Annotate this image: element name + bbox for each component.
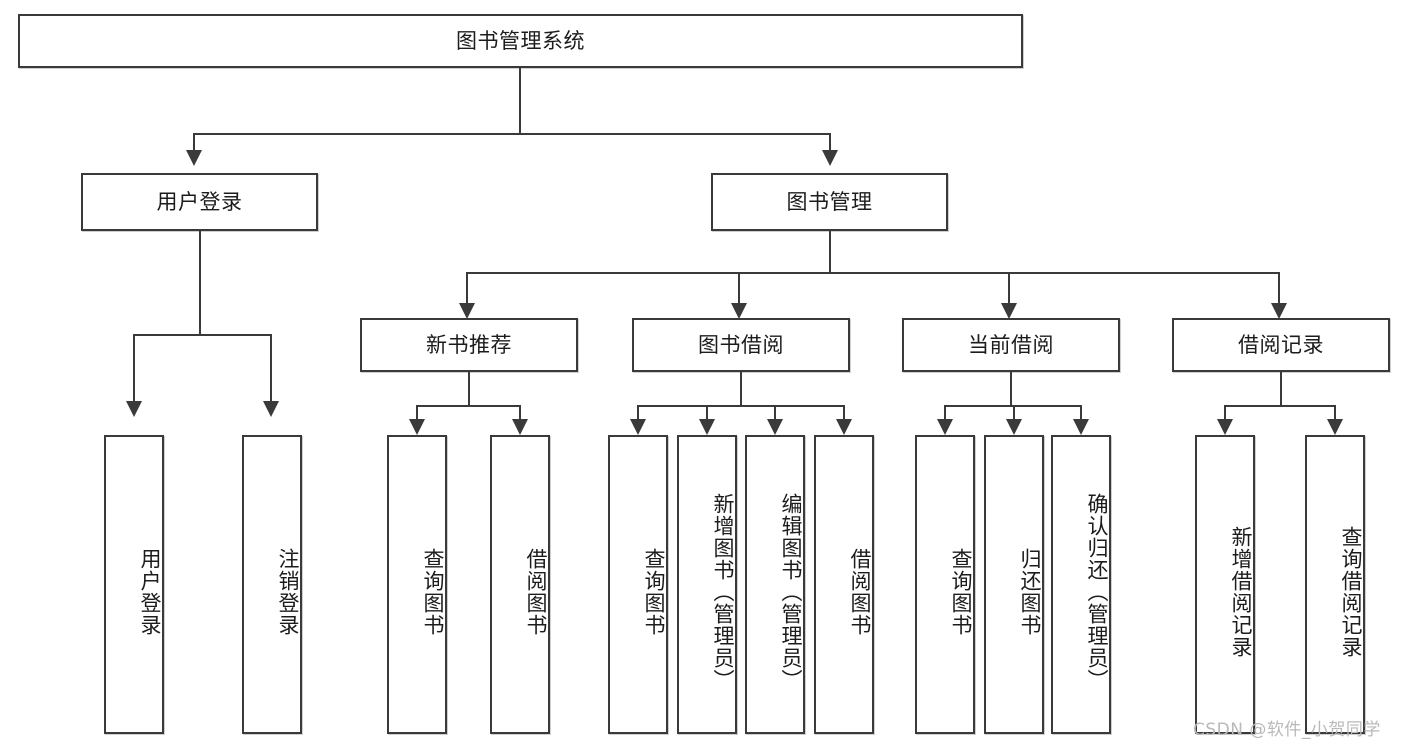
leaf-label: 归还图书 [1018,547,1042,636]
connector-book-management-distributor [466,272,1280,274]
connector-current-borrow-distributor [944,405,1081,407]
connector-new-book-recommend-stem [468,372,470,406]
node-new-book-recommend[interactable]: 新书推荐 [360,318,578,372]
leaf-br-add-record[interactable]: 新增借阅记录 [1195,435,1255,734]
leaf-label: 查询图书 [949,547,973,636]
connector-root-stem [519,68,521,134]
connector-book-management-stem [829,231,831,273]
connector-to-leaf-br-query [1334,405,1336,420]
leaf-nbr-borrow-book[interactable]: 借阅图书 [490,435,550,734]
node-label: 图书借阅 [698,332,784,357]
arrowhead-to-user-login [186,150,202,166]
connector-to-leaf-nbr-borrow [519,405,521,420]
connector-to-leaf-logout [270,334,272,402]
arrowhead-to-leaf-nbr-query [409,419,425,435]
connector-book-borrow-stem [740,372,742,406]
arrowhead-to-leaf-bb-edit [767,419,783,435]
leaf-label: 借阅图书 [524,547,548,636]
leaf-bb-add-book-admin[interactable]: 新增图书（管理员） [677,435,737,734]
leaf-label: 编辑图书（管理员） [779,492,803,691]
connector-to-new-book-recommend [466,272,468,304]
connector-to-leaf-bb-query [637,405,639,420]
node-current-borrow[interactable]: 当前借阅 [902,318,1120,372]
connector-user-login-distributor [133,334,271,336]
node-label: 当前借阅 [968,332,1054,357]
leaf-user-login[interactable]: 用户登录 [104,435,164,734]
connector-to-leaf-bb-add [706,405,708,420]
connector-user-login-stem [199,231,201,335]
arrowhead-to-leaf-br-query [1327,419,1343,435]
arrowhead-to-leaf-cb-return [1006,419,1022,435]
csdn-watermark: CSDN @软件_小贺同学 [1193,720,1381,740]
connector-borrow-records-distributor [1224,405,1336,407]
connector-current-borrow-stem [1010,372,1012,406]
node-label: 图书管理系统 [456,28,585,53]
leaf-label: 借阅图书 [848,547,872,636]
leaf-cb-query-book[interactable]: 查询图书 [915,435,975,734]
leaf-cb-confirm-return-admin[interactable]: 确认归还（管理员） [1051,435,1111,734]
arrowhead-to-new-book-recommend [459,303,475,319]
arrowhead-to-leaf-cb-confirm [1073,419,1089,435]
connector-to-book-management [829,133,831,151]
connector-to-leaf-user-login [133,334,135,402]
node-label: 图书管理 [786,189,873,214]
node-label: 新书推荐 [426,332,512,357]
node-book-borrow[interactable]: 图书借阅 [632,318,850,372]
connector-to-leaf-cb-confirm [1080,405,1082,420]
arrowhead-to-leaf-user-login [126,401,142,417]
leaf-br-query-record[interactable]: 查询借阅记录 [1305,435,1365,734]
connector-to-leaf-bb-edit [774,405,776,420]
connector-root-distributor [193,133,831,135]
leaf-bb-query-book[interactable]: 查询图书 [608,435,668,734]
connector-new-book-recommend-distributor [416,405,521,407]
node-root-book-management-system[interactable]: 图书管理系统 [18,14,1023,68]
arrowhead-to-book-borrow [731,303,747,319]
arrowhead-to-leaf-cb-query [937,419,953,435]
arrowhead-to-borrow-records [1271,303,1287,319]
node-user-login[interactable]: 用户登录 [81,173,318,231]
leaf-bb-borrow-book[interactable]: 借阅图书 [814,435,874,734]
leaf-logout[interactable]: 注销登录 [242,435,302,734]
connector-to-leaf-nbr-query [416,405,418,420]
connector-borrow-records-stem [1280,372,1282,406]
arrowhead-to-leaf-br-add [1217,419,1233,435]
leaf-label: 查询借阅记录 [1339,525,1363,658]
arrowhead-to-book-management [822,150,838,166]
node-book-management[interactable]: 图书管理 [711,173,948,231]
connector-to-leaf-cb-query [944,405,946,420]
leaf-label: 新增借阅记录 [1229,525,1253,658]
leaf-label: 查询图书 [421,547,445,636]
node-label: 借阅记录 [1238,332,1324,357]
connector-to-borrow-records [1278,272,1280,304]
connector-to-book-borrow [738,272,740,304]
connector-to-leaf-bb-borrow [843,405,845,420]
arrowhead-to-leaf-nbr-borrow [512,419,528,435]
leaf-label: 用户登录 [138,547,162,636]
leaf-label: 查询图书 [642,547,666,636]
leaf-cb-return-book[interactable]: 归还图书 [984,435,1044,734]
connector-to-user-login [193,133,195,151]
connector-to-leaf-cb-return [1013,405,1015,420]
arrowhead-to-leaf-logout [263,401,279,417]
node-borrow-records[interactable]: 借阅记录 [1172,318,1390,372]
arrowhead-to-current-borrow [1001,303,1017,319]
arrowhead-to-leaf-bb-borrow [836,419,852,435]
connector-to-current-borrow [1008,272,1010,304]
leaf-label: 新增图书（管理员） [711,492,735,691]
connector-to-leaf-br-add [1224,405,1226,420]
connector-book-borrow-distributor [637,405,844,407]
leaf-label: 确认归还（管理员） [1085,492,1109,691]
node-label: 用户登录 [156,189,243,214]
arrowhead-to-leaf-bb-add [699,419,715,435]
leaf-label: 注销登录 [276,547,300,636]
arrowhead-to-leaf-bb-query [630,419,646,435]
leaf-bb-edit-book-admin[interactable]: 编辑图书（管理员） [745,435,805,734]
leaf-nbr-query-book[interactable]: 查询图书 [387,435,447,734]
